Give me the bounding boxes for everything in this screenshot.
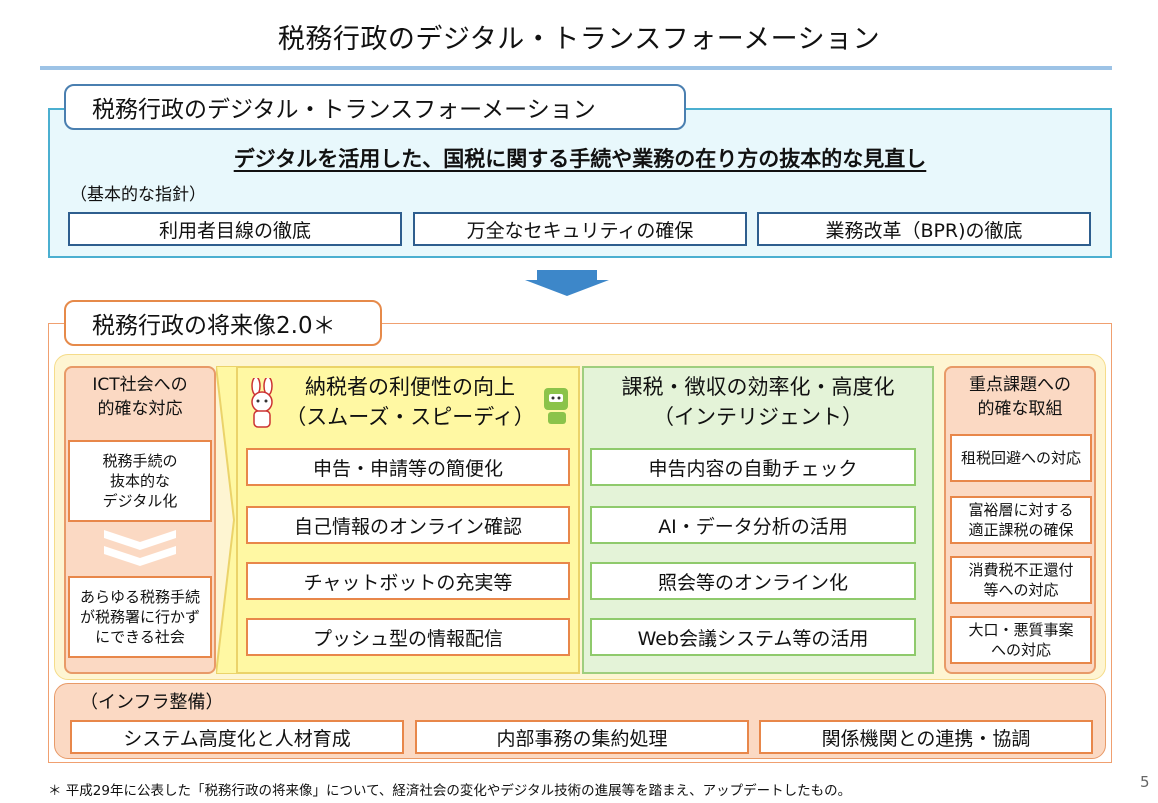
ict-box1-line: デジタル化 [102, 492, 178, 510]
convenience-heading-line2: （スムーズ・スピーディ） [285, 405, 535, 429]
future-tab-label: 税務行政の将来像2.0＊ [64, 300, 382, 346]
policy-box-bpr: 業務改革（BPR)の徹底 [757, 212, 1091, 246]
efficiency-heading-line2: （インテリジェント） [653, 405, 863, 429]
ict-box-digitalization: 税務手続の 抜本的な デジタル化 [68, 440, 212, 522]
efficiency-heading: 課税・徴収の効率化・高度化 （インテリジェント） [582, 370, 934, 434]
efficiency-item: 申告内容の自動チェック [590, 448, 916, 486]
priority-item-line: 等への対応 [983, 581, 1059, 599]
convenience-heading-line1: 納税者の利便性の向上 [305, 375, 515, 399]
priority-item: 租税回避への対応 [950, 434, 1092, 482]
convenience-heading: 納税者の利便性の向上 （スムーズ・スピーディ） [282, 370, 538, 434]
policy-label: （基本的な指針） [70, 185, 206, 205]
footnote: ＊ 平成29年に公表した「税務行政の将来像」について、経済社会の変化やデジタル技… [48, 783, 852, 799]
dx-headline: デジタルを活用した、国税に関する手続や業務の在り方の抜本的な見直し [48, 142, 1112, 174]
ict-box1-line: 抜本的な [109, 472, 170, 490]
ict-heading-line1: ICT社会への [92, 375, 188, 395]
infra-label: （インフラ整備） [80, 692, 224, 713]
priority-item-line: 租税回避への対応 [960, 449, 1081, 467]
ict-box2-line: が税務署に行かず [79, 608, 200, 626]
convenience-item: チャットボットの充実等 [246, 562, 570, 600]
dx-tab-label: 税務行政のデジタル・トランスフォーメーション [64, 84, 686, 130]
ict-heading-line2: 的確な対応 [97, 399, 183, 419]
ict-box2-line: にできる社会 [95, 628, 185, 646]
priority-item-line: 消費税不正還付 [968, 561, 1074, 579]
efficiency-item: 照会等のオンライン化 [590, 562, 916, 600]
double-chevron-down-icon [104, 530, 176, 566]
page-title: 税務行政のデジタル・トランスフォーメーション [277, 23, 881, 55]
ict-heading: ICT社会への 的確な対応 [64, 372, 216, 422]
ict-box2-line: あらゆる税務手続 [79, 588, 200, 606]
infra-item: 内部事務の集約処理 [415, 720, 749, 754]
rabbit-mascot-icon [251, 378, 273, 428]
priority-item: 大口・悪質事案 への対応 [950, 616, 1092, 664]
convenience-item: プッシュ型の情報配信 [246, 618, 570, 656]
policy-box-user: 利用者目線の徹底 [68, 212, 402, 246]
priority-heading-line2: 的確な取組 [977, 399, 1063, 419]
priority-heading: 重点課題への 的確な取組 [944, 372, 1096, 422]
infra-item: システム高度化と人材育成 [70, 720, 404, 754]
down-arrow-icon [525, 270, 609, 296]
title-divider [40, 66, 1112, 70]
convenience-item: 申告・申請等の簡便化 [246, 448, 570, 486]
priority-item-line: 大口・悪質事案 [968, 621, 1074, 639]
priority-item-line: 富裕層に対する [968, 501, 1074, 519]
page-number: 5 [1140, 773, 1150, 791]
efficiency-item: AI・データ分析の活用 [590, 506, 916, 544]
priority-item: 富裕層に対する 適正課税の確保 [950, 496, 1092, 544]
robot-mascot-icon [544, 388, 568, 424]
priority-item-line: への対応 [990, 641, 1051, 659]
efficiency-item: Web会議システム等の活用 [590, 618, 916, 656]
infra-item: 関係機関との連携・協調 [759, 720, 1093, 754]
priority-item: 消費税不正還付 等への対応 [950, 556, 1092, 604]
dx-headline-text: デジタルを活用した、国税に関する手続や業務の在り方の抜本的な見直し [233, 147, 927, 171]
convenience-item: 自己情報のオンライン確認 [246, 506, 570, 544]
priority-item-line: 適正課税の確保 [968, 521, 1074, 539]
ict-box-society: あらゆる税務手続 が税務署に行かず にできる社会 [68, 576, 212, 658]
priority-heading-line1: 重点課題への [969, 375, 1071, 395]
efficiency-heading-line1: 課税・徴収の効率化・高度化 [621, 375, 895, 399]
ict-box1-line: 税務手続の [102, 452, 178, 470]
policy-box-security: 万全なセキュリティの確保 [413, 212, 747, 246]
connector-chevron [216, 366, 238, 674]
